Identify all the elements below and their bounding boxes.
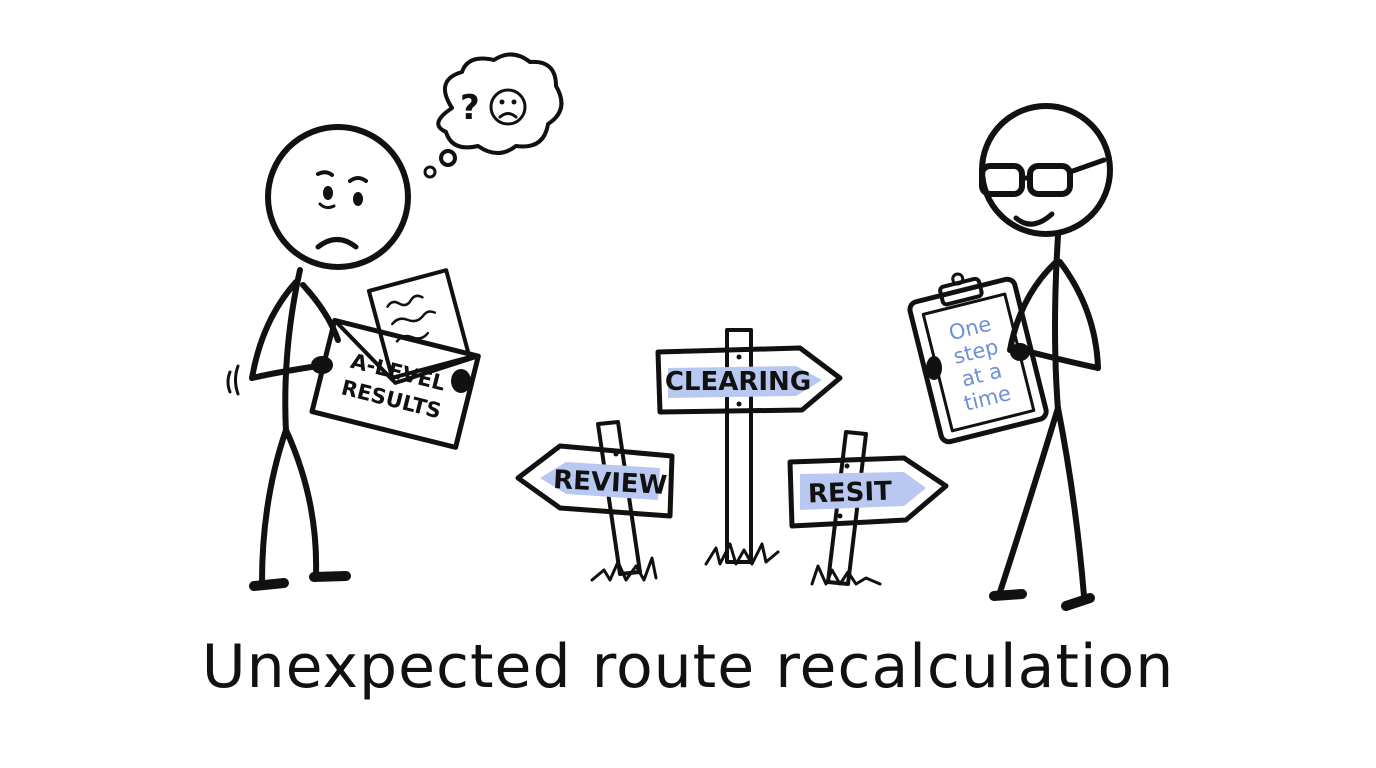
advisor <box>926 103 1113 611</box>
clipboard-paper <box>921 292 1036 433</box>
envelope-flap <box>332 318 481 385</box>
student-eye-bag <box>318 202 336 210</box>
clipboard-board <box>907 276 1049 445</box>
student-left-forearm <box>249 363 321 381</box>
thought-cloud <box>436 52 564 155</box>
student-left-eyebrow <box>316 170 334 177</box>
question-mark: ? <box>460 88 480 128</box>
thought-dot-small <box>423 165 437 179</box>
shake-line-2 <box>234 364 240 396</box>
resit-sign[interactable]: RESIT <box>787 455 949 529</box>
signposts: CLEARING REVIEW RESIT <box>515 328 949 586</box>
glasses-icon <box>979 157 1107 197</box>
review-sign-label: REVIEW <box>552 465 667 501</box>
worried-student <box>226 124 471 591</box>
student-right-foot <box>309 571 351 582</box>
student-sad-mouth <box>315 237 359 250</box>
clearing-sign-label: CLEARING <box>665 367 811 397</box>
clearing-post <box>725 328 753 564</box>
results-envelope: A-LEVEL RESULTS <box>309 268 481 450</box>
student-left-leg <box>259 427 289 585</box>
advisor-torso <box>1052 233 1061 413</box>
advisor-left-arm <box>1007 259 1059 353</box>
advisor-left-leg <box>997 405 1061 595</box>
grass-center <box>704 542 780 566</box>
student-left-arm <box>249 279 299 381</box>
advisor-right-foot <box>1061 593 1095 611</box>
student-right-arm <box>300 282 341 343</box>
advisor-right-leg <box>1055 405 1087 599</box>
student-torso <box>282 267 303 435</box>
review-sign[interactable]: REVIEW <box>515 443 675 519</box>
student-right-hand <box>451 369 471 393</box>
illustration-caption: Unexpected route recalculation <box>201 632 1175 702</box>
grass-left <box>590 556 658 582</box>
advisor-head <box>979 103 1113 237</box>
advisor-left-foot <box>989 589 1027 601</box>
shake-line-1 <box>226 370 232 394</box>
student-right-eyebrow <box>348 176 368 183</box>
clearing-arrow-highlight <box>668 366 822 398</box>
sad-face-icon <box>489 88 527 126</box>
clearing-sign[interactable]: CLEARING <box>655 345 843 415</box>
student-right-leg <box>283 427 320 577</box>
advisor-right-forearm <box>1027 349 1101 371</box>
student-left-eye <box>323 186 333 200</box>
review-arrow-highlight <box>540 462 660 500</box>
student-right-eye <box>353 192 363 206</box>
clipboard: One step at a time <box>907 272 1049 445</box>
grass-right <box>810 564 882 586</box>
thought-dot-large <box>439 149 457 167</box>
envelope-body <box>309 317 481 450</box>
resit-arrow-highlight <box>800 472 926 510</box>
advisor-right-arm <box>1057 259 1101 371</box>
resit-sign-label: RESIT <box>808 477 893 510</box>
student-left-foot <box>249 578 289 591</box>
resit-post <box>826 430 868 586</box>
student-head <box>265 124 411 270</box>
advisor-smile <box>1013 211 1055 227</box>
thought-bubble: ? <box>423 52 564 179</box>
